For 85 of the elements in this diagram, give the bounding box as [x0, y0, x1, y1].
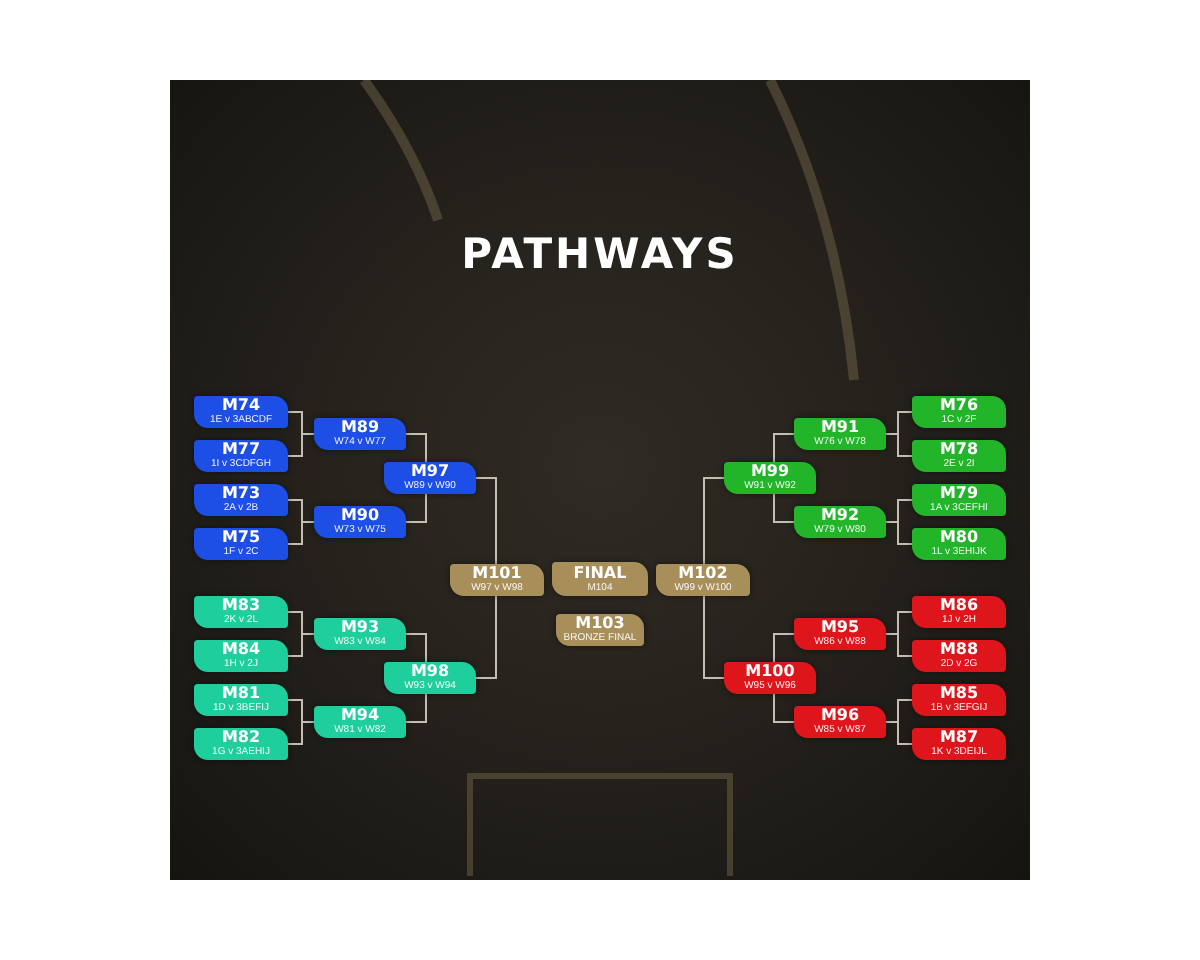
match-title: M102: [678, 566, 728, 582]
match-title: M78: [939, 442, 979, 458]
bracket-line: [405, 693, 427, 723]
match-box: [450, 564, 544, 596]
match-box: [912, 528, 1006, 560]
match-title: M87: [939, 730, 979, 746]
bracket-line: [885, 721, 913, 745]
bracket-line: [475, 595, 497, 679]
match-box: [794, 706, 886, 738]
match-title: M82: [221, 730, 261, 746]
match-box: [194, 528, 288, 560]
match-box: [194, 684, 288, 716]
bracket-line: [405, 433, 427, 463]
match-box: [194, 396, 288, 428]
match-title: M89: [340, 420, 380, 436]
match-box: [384, 462, 476, 494]
match-title: M96: [820, 708, 860, 724]
bracket-line: [885, 521, 913, 545]
bracket-line: [773, 433, 795, 463]
match-title: M101: [472, 566, 522, 582]
match-box: [314, 618, 406, 650]
match-box: [314, 506, 406, 538]
match-box: [724, 462, 816, 494]
match-title: M90: [340, 508, 380, 524]
match-title: M94: [340, 708, 380, 724]
match-box: [384, 662, 476, 694]
match-box: [794, 618, 886, 650]
bracket-line: [703, 595, 725, 679]
bracket-line: [287, 433, 315, 457]
match-box: [912, 684, 1006, 716]
bracket-line: [885, 433, 913, 457]
bracket-line: [287, 633, 315, 657]
match-title: M103: [575, 616, 625, 632]
match-box: [794, 506, 886, 538]
match-box: [556, 614, 644, 646]
match-box: [912, 640, 1006, 672]
bracket-line: [405, 493, 427, 523]
match-box: [912, 596, 1006, 628]
match-title: M88: [939, 642, 979, 658]
match-box: [314, 706, 406, 738]
match-title: M100: [745, 664, 795, 680]
match-title: M91: [820, 420, 860, 436]
match-title: M86: [939, 598, 979, 614]
match-title: M84: [221, 642, 261, 658]
match-title: M99: [750, 464, 790, 480]
match-box: [912, 728, 1006, 760]
match-title: M98: [410, 664, 450, 680]
match-box: [194, 484, 288, 516]
bracket-line: [405, 633, 427, 663]
match-title: M93: [340, 620, 380, 636]
match-box: [194, 640, 288, 672]
match-box: [794, 418, 886, 450]
bracket-line: [773, 633, 795, 663]
match-box: [314, 418, 406, 450]
diagram-title: PATHWAYS: [461, 234, 739, 276]
bracket-line: [287, 721, 315, 745]
bracket-line: [475, 477, 497, 565]
match-title: M85: [939, 686, 979, 702]
match-title: M74: [221, 398, 261, 414]
match-title: M83: [221, 598, 261, 614]
match-box: [194, 440, 288, 472]
match-box: [912, 484, 1006, 516]
match-title: M75: [221, 530, 261, 546]
match-title: M97: [410, 464, 450, 480]
bracket-line: [773, 693, 795, 723]
match-box: [724, 662, 816, 694]
match-title: M77: [221, 442, 261, 458]
match-title: FINAL: [573, 565, 627, 581]
match-title: M92: [820, 508, 860, 524]
bracket-line: [885, 633, 913, 657]
match-box: [552, 562, 648, 596]
bracket-line: [703, 477, 725, 565]
bracket-line: [287, 521, 315, 545]
match-box: [194, 728, 288, 760]
match-title: M81: [221, 686, 261, 702]
match-title: M80: [939, 530, 979, 546]
bracket-line: [773, 493, 795, 523]
match-title: M79: [939, 486, 979, 502]
match-title: M73: [221, 486, 261, 502]
match-box: [656, 564, 750, 596]
match-title: M76: [939, 398, 979, 414]
match-box: [194, 596, 288, 628]
match-box: [912, 440, 1006, 472]
match-box: [912, 396, 1006, 428]
match-title: M95: [820, 620, 860, 636]
